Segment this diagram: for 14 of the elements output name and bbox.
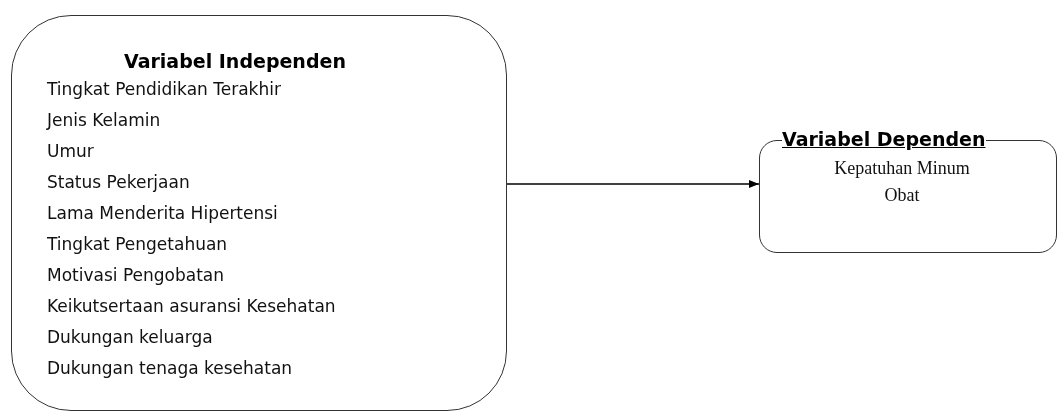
variable-item: Keikutsertaan asuransi Kesehatan (47, 295, 336, 318)
variable-item: Motivasi Pengobatan (47, 264, 225, 287)
variable-item: Jenis Kelamin (47, 109, 161, 132)
variable-item: Lama Menderita Hipertensi (47, 202, 278, 225)
variable-item: Tingkat Pendidikan Terakhir (47, 78, 281, 101)
heading: Variabel Independen (123, 49, 346, 74)
variable-item: Status Pekerjaan (47, 171, 190, 194)
rounded-box (11, 15, 507, 411)
variable-item: Dukungan keluarga (47, 326, 213, 349)
variable-item: Kepatuhan Minum Obat (833, 157, 971, 207)
variable-item: Dukungan tenaga kesehatan (47, 357, 293, 380)
variable-item: Tingkat Pengetahuan (47, 233, 228, 256)
variable-item: Umur (47, 140, 94, 163)
arrow (506, 180, 760, 188)
